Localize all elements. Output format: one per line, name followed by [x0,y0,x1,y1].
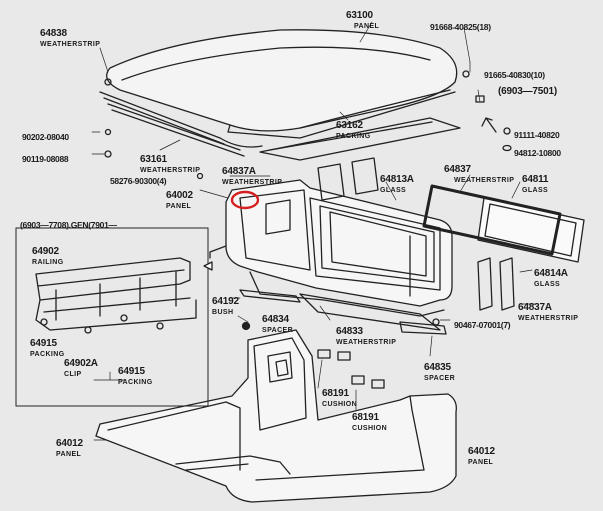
roof-packing [259,117,461,161]
roof-panel [106,29,458,139]
label-90119: 90119-08088 [22,154,69,164]
spacer-left [239,289,301,303]
label-90467: 90467-07001(7) [454,320,511,330]
label-91665: 91665-40830(10) [484,70,545,80]
cushions [317,349,385,389]
roof-weatherstrip [99,91,263,148]
fasteners [104,70,512,331]
side-glass [477,257,515,311]
window-weatherstrip-top [317,157,379,201]
label-94812: 94812-10800 [514,148,561,158]
rear-body-panel [209,179,453,317]
label-90202: 90202-08040 [22,132,69,142]
side-weatherstrip [107,103,245,157]
label-58276: 58276-90300(4) [110,176,167,186]
label-6903-7708: (6903—7708).GEN(7901— [20,220,117,230]
spacer-right [399,321,447,335]
rear-weatherstrip [422,184,562,256]
lower-weatherstrip [299,293,441,331]
highlight-circle [230,190,260,210]
label-91111: 91111-40820 [514,130,560,140]
inset-box [15,227,213,407]
indicator-arrow [481,117,497,133]
label-6903-7501: (6903—7501) [498,86,557,97]
label-91668: 91668-40825(18) [430,22,491,32]
floor-panel [95,329,457,503]
